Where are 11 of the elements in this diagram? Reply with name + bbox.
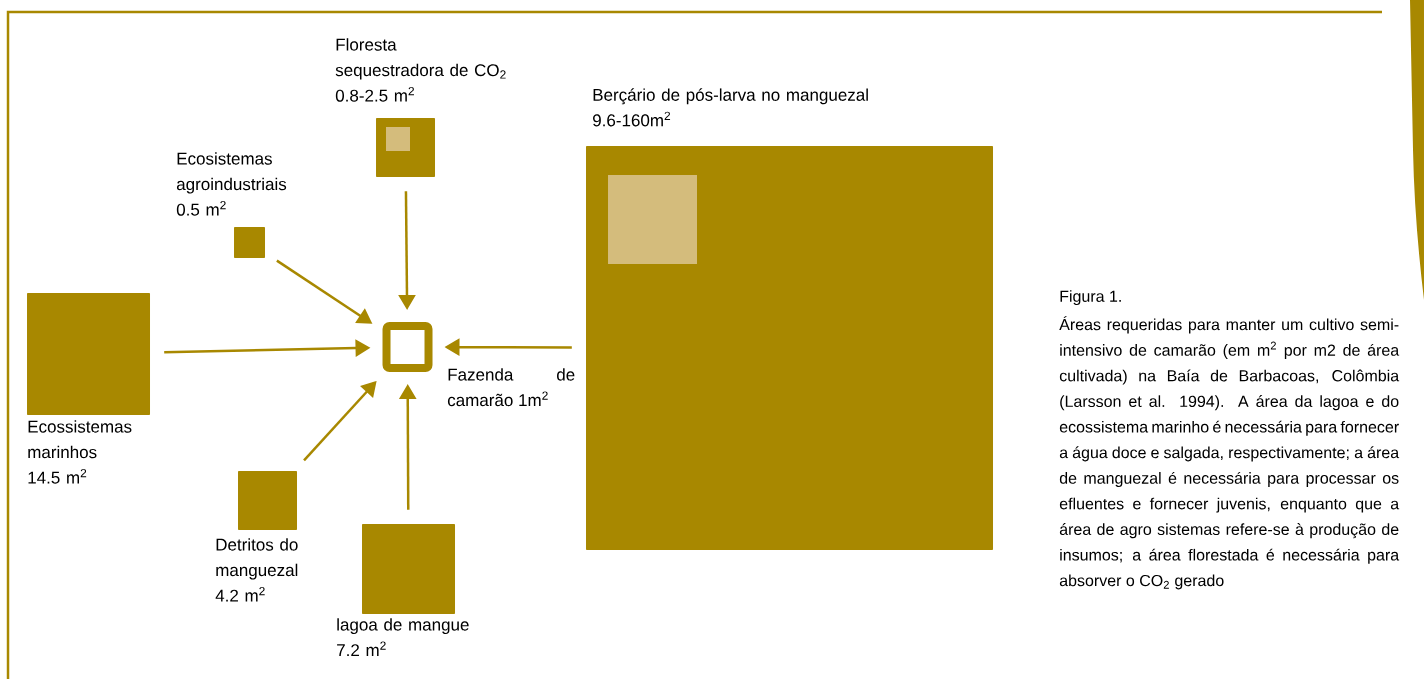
area-label: Fazenda de camarão 1m$^{2}$ [447,368,575,407]
area-label: Detritos do manguezal 4.2 m$^{2}$ [215,538,298,602]
caption: Áreas requeridas para manter um cultivo semi-intensivo de camarão (em m$^{2}$ por m2 de área cultivada) na Baía de Barbacoas, Colômbia (Larsson et al. 1994). A área da lagoa e do ecossistema marinho é necessária para fornecer a água doce e salgada, respectivamente; a área de manguezal é necessária para processar os efluentes e fornecer juvenis, enquanto que a área de agro sistemas refere-se à produção de insumos; a área florestada é necessária para absorver o CO$_{2}$ gerado [1059,316,1400,590]
area-label: Ecossistemas marinhos 14.5 m$^{2}$ [28,420,132,484]
figure-title: Figura 1. [1060,290,1121,306]
area-label: lagoa de mangue 7.2 m$^{2}$ [337,618,469,656]
area-label: Floresta sequestradora de CO$_{2}$ 0.8-2.5 m$^{2}$ [335,38,506,102]
area-label: Ecosistemas agroindustriais 0.5 m$^{2}$ [176,152,287,216]
node-label: 0.8-2.5 m$^{2}$ [335,86,414,102]
node-label: Floresta sequestradora de CO$_{2}$ [335,38,506,80]
area-label: Berçário de pós-larva no manguezal 9.6-160m$^{2}$ [593,88,868,127]
